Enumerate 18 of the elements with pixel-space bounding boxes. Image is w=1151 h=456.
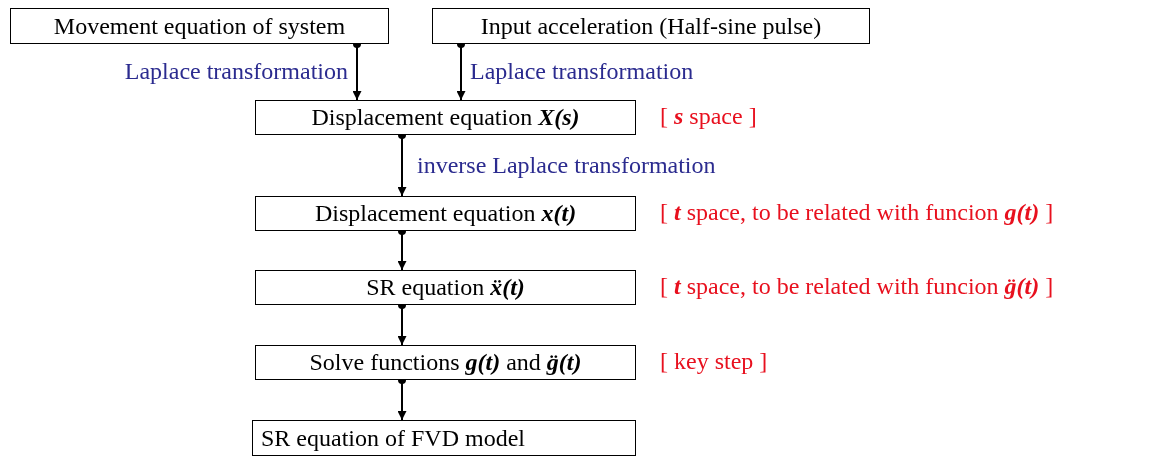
step-text: SR equation ẍ(t): [366, 274, 525, 301]
annotation-text: [ t space, to be related with funcion g̈(t) ]: [660, 272, 1054, 300]
annotation-text: [ t space, to be related with funcion g(t) ]: [660, 198, 1054, 226]
step-text: SR equation of FVD model: [261, 424, 525, 452]
process-box: [255, 196, 636, 231]
annotation-text: [ s space ]: [660, 102, 757, 130]
process-box: [255, 270, 636, 305]
process-box: [255, 100, 636, 135]
process-box: [10, 8, 389, 44]
step-text: Movement equation of system: [53, 12, 346, 40]
step-text: Displacement equation x(t): [314, 200, 577, 227]
process-box: [252, 420, 636, 456]
step-text: Solve functions g(t) and g̈(t): [309, 349, 582, 376]
step-text: Input acceleration (Half-sine pulse): [480, 12, 822, 40]
annotation-text: [ key step ]: [660, 347, 768, 375]
process-box: [432, 8, 870, 44]
step-text: Displacement equation X(s): [311, 104, 580, 131]
process-box: [255, 345, 636, 380]
